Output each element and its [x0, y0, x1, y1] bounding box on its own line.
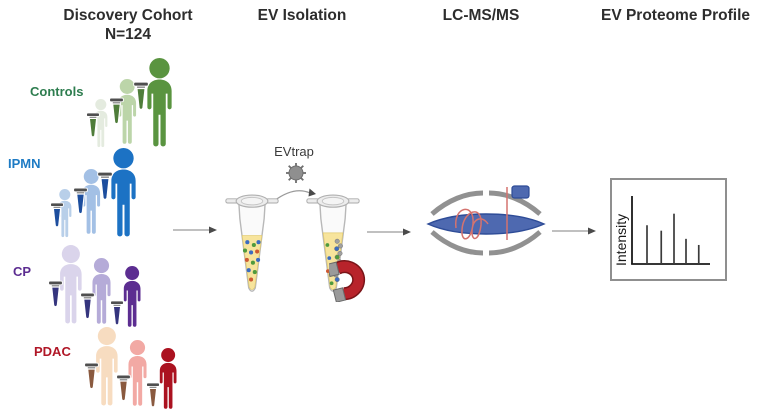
flow-arrow-2-icon	[367, 228, 411, 236]
spectrum-box: Intensity	[610, 178, 727, 281]
lcms-title: LC-MS/MS	[442, 7, 520, 24]
cohort-title-line1: Discovery Cohort	[63, 7, 193, 24]
evtrap-label: EVtrap	[274, 144, 314, 159]
detector-block	[511, 185, 530, 199]
pdac-people-icons	[84, 327, 177, 409]
group-label-controls: Controls	[30, 84, 84, 99]
mass-spectrometer-icon	[426, 185, 546, 256]
spectrum-chart: Intensity	[613, 196, 710, 266]
group-label-ipmn: IPMN	[8, 156, 41, 171]
controls-people-icons	[86, 58, 172, 148]
magnet-icon	[329, 260, 366, 302]
group-label-cp: CP	[13, 264, 32, 279]
intensity-axis-label: Intensity	[613, 214, 629, 266]
group-label-pdac: PDAC	[34, 344, 71, 359]
ion-lens-shape	[426, 213, 546, 235]
ipmn-people-icons	[50, 148, 136, 238]
profile-title: EV Proteome Profile	[600, 7, 750, 24]
sample-tube-magnet-icon	[306, 194, 360, 292]
spectrum-peaks	[646, 213, 700, 264]
flow-arrow-3-icon	[552, 227, 596, 235]
ion-trace-path	[455, 208, 489, 240]
sample-tube-icon	[225, 194, 279, 292]
cohort-title: Discovery Cohort N=124	[20, 6, 236, 45]
cohort-title-line2: N=124	[104, 26, 152, 44]
isolation-title: EV Isolation	[257, 7, 347, 24]
cp-people-icons	[48, 245, 141, 327]
evtrap-bead-icon	[286, 163, 306, 183]
flow-arrow-1-icon	[173, 226, 217, 234]
